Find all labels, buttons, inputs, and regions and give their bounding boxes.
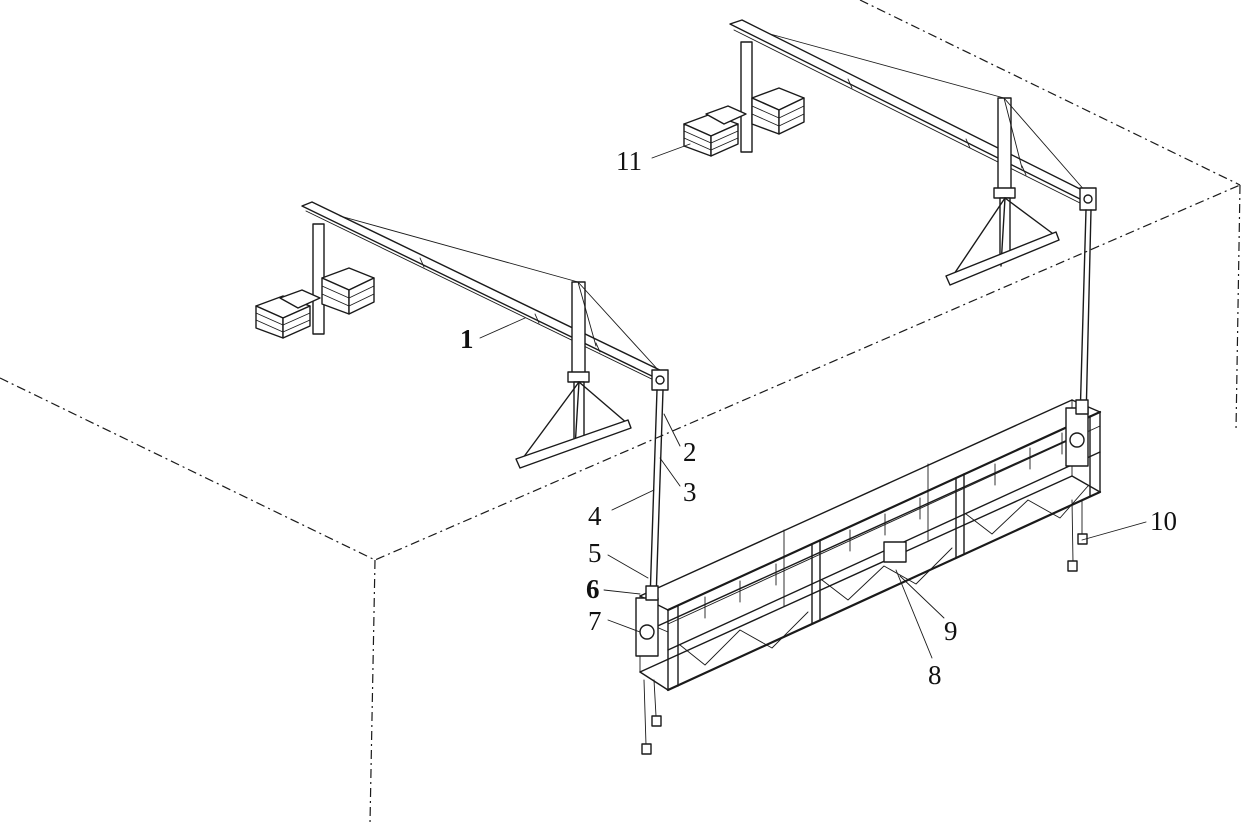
callout-9: 9 bbox=[944, 616, 958, 646]
right-counterweights bbox=[683, 87, 805, 157]
callout-5: 5 bbox=[588, 538, 602, 568]
callout-labels: 1 2 3 4 5 6 7 8 9 10 11 bbox=[460, 146, 1177, 690]
leader-lines bbox=[479, 143, 1147, 659]
right-suspension-mechanism bbox=[683, 19, 1097, 286]
platform bbox=[635, 399, 1102, 692]
callout-1: 1 bbox=[460, 324, 474, 354]
wire-ropes bbox=[641, 209, 1092, 755]
callout-3: 3 bbox=[683, 477, 697, 507]
left-counterweights bbox=[255, 267, 375, 339]
callout-11: 11 bbox=[616, 146, 642, 176]
callout-4: 4 bbox=[588, 501, 602, 531]
left-suspension-mechanism bbox=[255, 201, 669, 469]
callout-8: 8 bbox=[928, 660, 942, 690]
callout-6: 6 bbox=[586, 574, 600, 604]
callout-2: 2 bbox=[683, 437, 697, 467]
callout-10: 10 bbox=[1150, 506, 1177, 536]
callout-7: 7 bbox=[588, 606, 602, 636]
